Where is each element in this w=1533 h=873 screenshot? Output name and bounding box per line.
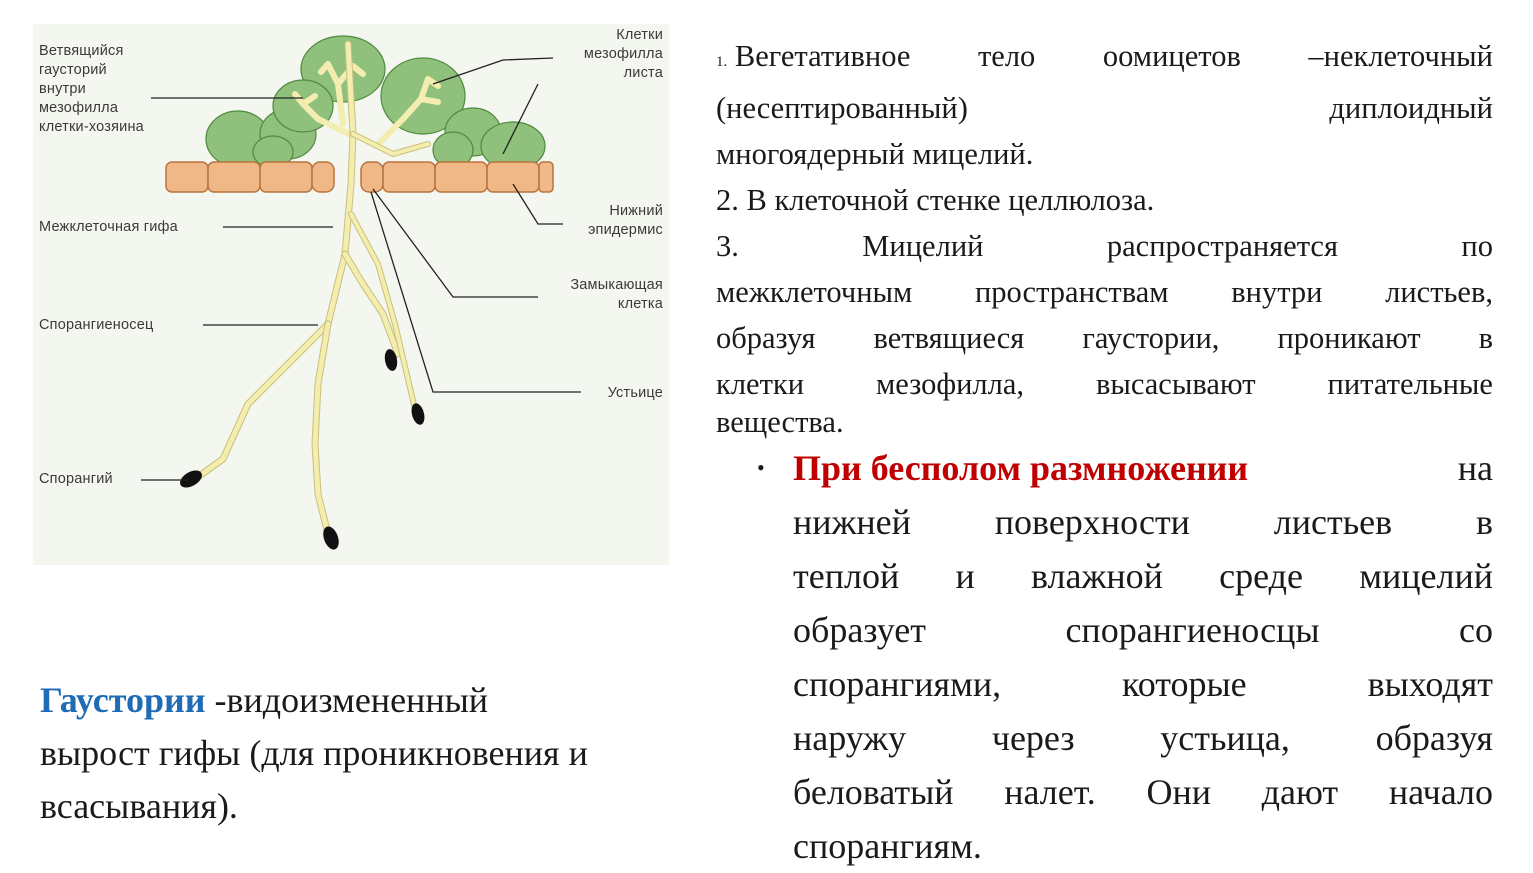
point-3-line-4: клетки мезофилла, высасывают питательные (716, 367, 1493, 401)
diagram-illustration (141, 35, 581, 550)
leader-lines (141, 57, 581, 481)
mesophyll-cells (205, 35, 546, 171)
haustoria-branches (292, 61, 441, 147)
haustoria-definition: Гаустории -видоизмененный вырост гифы (д… (40, 680, 588, 826)
sporangia (180, 349, 425, 550)
label-sporangiophore: Спорангиеносец (39, 317, 154, 333)
label-guard-cell: Замыкающая клетка (570, 277, 663, 312)
numbered-points: 1. Вегетативное тело оомицетов –неклеточ… (716, 33, 1493, 437)
point-1-number: 1. (716, 54, 728, 70)
point-1-line-2: (несептированный) диплоидный (716, 91, 1493, 125)
label-mesophyll-cells: Клетки мезофилла листа (583, 27, 663, 81)
oomycete-diagram: Ветвящийся гаусторий внутри мезофилла кл… (33, 24, 669, 565)
label-lower-epidermis: Нижний эпидермис (587, 203, 663, 238)
point-3-line-2: межклеточным пространствам внутри листье… (716, 275, 1493, 309)
label-stoma: Устьице (607, 385, 663, 401)
point-3-line-1: 3. Мицелий распространяется по (716, 229, 1493, 263)
point-1-line-3: многоядерный мицелий. (716, 137, 1034, 171)
point-1-line-1: 1. Вегетативное тело оомицетов –неклеточ… (716, 39, 1493, 73)
haustoria-term: Гаустории (40, 680, 206, 720)
point-2: 2. В клеточной стенке целлюлоза. (716, 183, 1155, 217)
bullet-marker: • (757, 455, 765, 480)
lower-epidermis (165, 161, 554, 193)
hyphae (191, 40, 431, 538)
label-branching-haustorium: Ветвящийся гаусторий внутри мезофилла кл… (39, 43, 144, 135)
label-intercellular-hypha: Межклеточная гифа (39, 219, 178, 235)
label-sporangium: Спорангий (39, 471, 113, 487)
bullet-highlight: При бесполом размножении (793, 448, 1249, 488)
point-3-line-5: вещества. (716, 405, 844, 439)
point-3-line-3: образуя ветвящиеся гаустории, проникают … (716, 321, 1493, 355)
